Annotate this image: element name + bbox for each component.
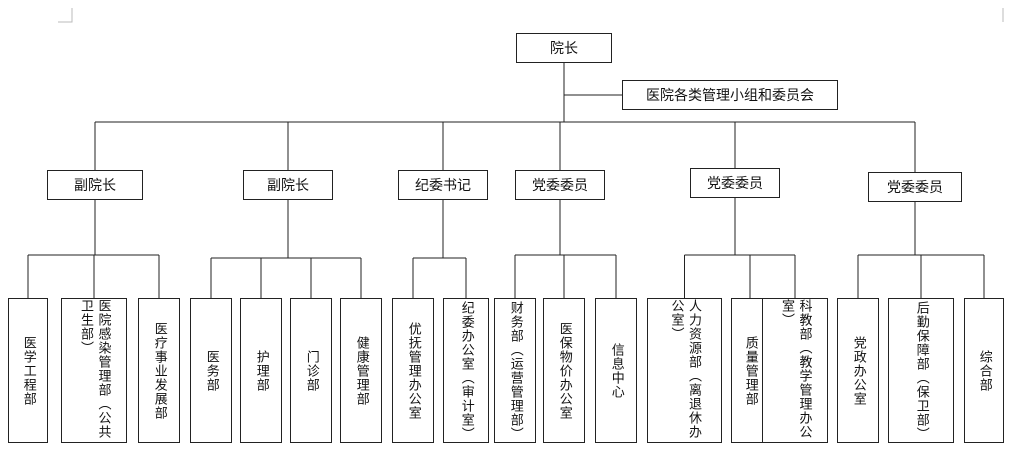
department-node: 医保物价办公室	[543, 298, 585, 443]
department-node: 纪委办公室（审计室）	[443, 298, 489, 443]
root-node: 院长	[516, 33, 612, 63]
department-node: 财务部（运营管理部）	[494, 298, 536, 443]
department-node: 护理部	[240, 298, 282, 443]
department-node: 健康管理部	[340, 298, 382, 443]
department-node: 门诊部	[290, 298, 332, 443]
department-node: 信息中心	[595, 298, 637, 443]
department-node: 党政办公室	[837, 298, 879, 443]
branch-node: 副院长	[47, 170, 143, 200]
department-node: 医务部	[190, 298, 232, 443]
branch-node: 党委委员	[868, 172, 962, 202]
page-corner-mark	[58, 8, 73, 23]
department-node: 医疗事业发展部	[138, 298, 180, 443]
department-node: 后勤保障部（保卫部）	[888, 298, 954, 443]
department-node: 医学工程部	[8, 298, 48, 443]
department-node: 人力资源部（离退休办公室）	[647, 298, 722, 443]
branch-node: 党委委员	[515, 170, 605, 200]
department-node: 医院感染管理部（公共卫生部）	[61, 298, 127, 443]
department-node: 科教部（教学管理办公室）	[762, 298, 828, 443]
branch-node: 副院长	[243, 170, 333, 200]
department-node: 综合部	[964, 298, 1004, 443]
committee-node: 医院各类管理小组和委员会	[622, 80, 838, 110]
branch-node: 党委委员	[690, 168, 780, 198]
branch-node: 纪委书记	[398, 170, 488, 200]
department-node: 优抚管理办公室	[392, 298, 434, 443]
